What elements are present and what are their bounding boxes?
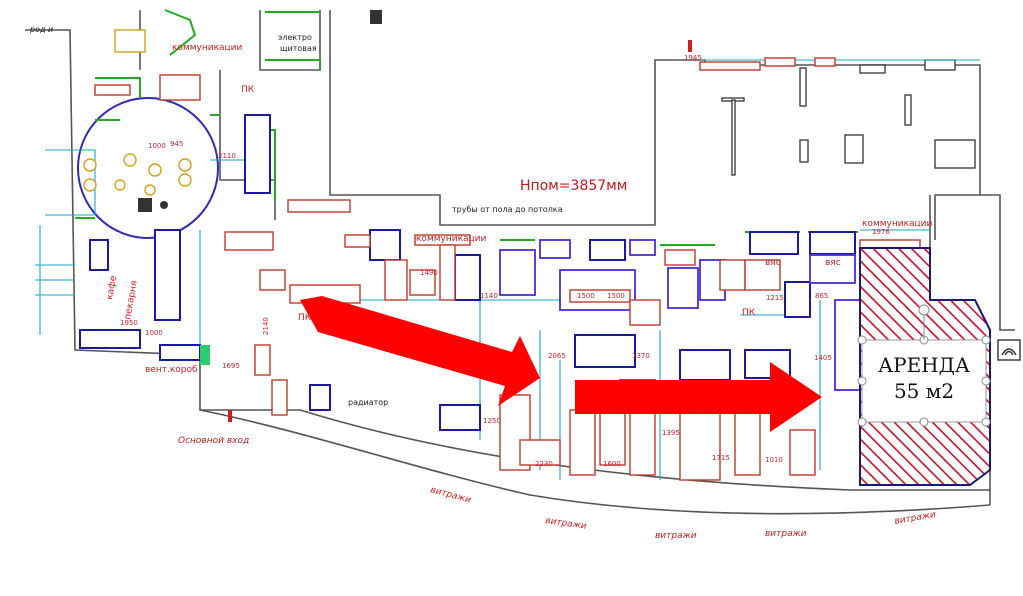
- label-vitrazhi-4: витражи: [765, 529, 807, 539]
- dim-1370: 1370: [632, 352, 650, 360]
- dim-1405: 1405: [814, 354, 832, 362]
- dim-1976: 1976: [872, 228, 890, 236]
- dim-1945: 1945: [684, 54, 702, 62]
- rental-label-box: АРЕНДА 55 м2: [857, 304, 991, 427]
- label-vent-box: вент.короб: [145, 365, 198, 375]
- arrow-left-icon: [300, 296, 540, 406]
- pillars: [721, 59, 976, 176]
- dim-2140: 2140: [262, 317, 270, 335]
- label-pk-2: ПК: [298, 313, 312, 323]
- label-communications-top: коммуникации: [172, 43, 243, 53]
- label-communications-mid: коммуникации: [416, 234, 487, 244]
- label-communications-right: коммуникации: [862, 219, 933, 229]
- label-pk-1: ПК: [241, 85, 255, 95]
- label-vitrazhi-5: витражи: [894, 510, 937, 527]
- label-vis-1: вяс: [765, 258, 781, 268]
- dim-1715: 1715: [712, 454, 730, 462]
- label-main-entrance: Основной вход: [178, 436, 249, 446]
- label-vitrazhi-1: витражи: [429, 485, 472, 505]
- dim-1500b: 1500: [607, 292, 625, 300]
- label-vis-2: вяс: [825, 258, 841, 268]
- label-radiator: радиатор: [348, 398, 388, 407]
- rental-title: АРЕНДА: [878, 353, 970, 377]
- dimension-labels: 1945 2110 1000 945 1950 1000 1695 2140 1…: [120, 54, 890, 468]
- equipment-red: [94, 57, 921, 481]
- label-pipes: трубы от пола до потолка: [452, 205, 563, 214]
- label-cafe: кафе: [105, 275, 119, 301]
- equipment-blue: [79, 114, 856, 431]
- dim-1000: 1000: [148, 142, 166, 150]
- dim-1250: 1250: [483, 417, 501, 425]
- dim-1215: 1215: [766, 294, 784, 302]
- label-electrical: электро: [278, 33, 312, 42]
- cafe-zone-circle: [77, 97, 219, 239]
- rental-area: 55 м2: [894, 379, 954, 403]
- dim-1395: 1395: [662, 429, 680, 437]
- dim-1695: 1695: [222, 362, 240, 370]
- label-electrical-2: щитовая: [280, 44, 317, 53]
- dim-1500: 1500: [577, 292, 595, 300]
- label-vitrazhi-3: витражи: [655, 531, 697, 541]
- dim-865: 865: [815, 292, 828, 300]
- dim-1140: 1140: [480, 292, 498, 300]
- building-walls: [25, 10, 1015, 515]
- dim-1010: 1010: [765, 456, 783, 464]
- wall-pieces: [138, 10, 692, 422]
- dim-2230: 2230: [535, 460, 553, 468]
- dim-2065: 2065: [548, 352, 566, 360]
- dim-1000b: 1000: [145, 329, 163, 337]
- cafe-furniture: [83, 29, 192, 196]
- dim-945: 945: [170, 140, 183, 148]
- dim-1950: 1950: [120, 319, 138, 327]
- label-bakery: пекарня: [123, 280, 140, 321]
- dim-1490: 1490: [420, 269, 438, 277]
- label-vitrazhi-2: витражи: [545, 516, 588, 532]
- ceiling-height-label: Нпом=3857мм: [520, 178, 627, 194]
- dim-2110: 2110: [218, 152, 236, 160]
- label-top-left: род и: [29, 25, 53, 34]
- stairs-icon: [997, 339, 1021, 361]
- label-pk-3: ПК: [742, 308, 756, 318]
- arrow-right-icon: [575, 362, 822, 432]
- dim-1600: 1600: [603, 460, 621, 468]
